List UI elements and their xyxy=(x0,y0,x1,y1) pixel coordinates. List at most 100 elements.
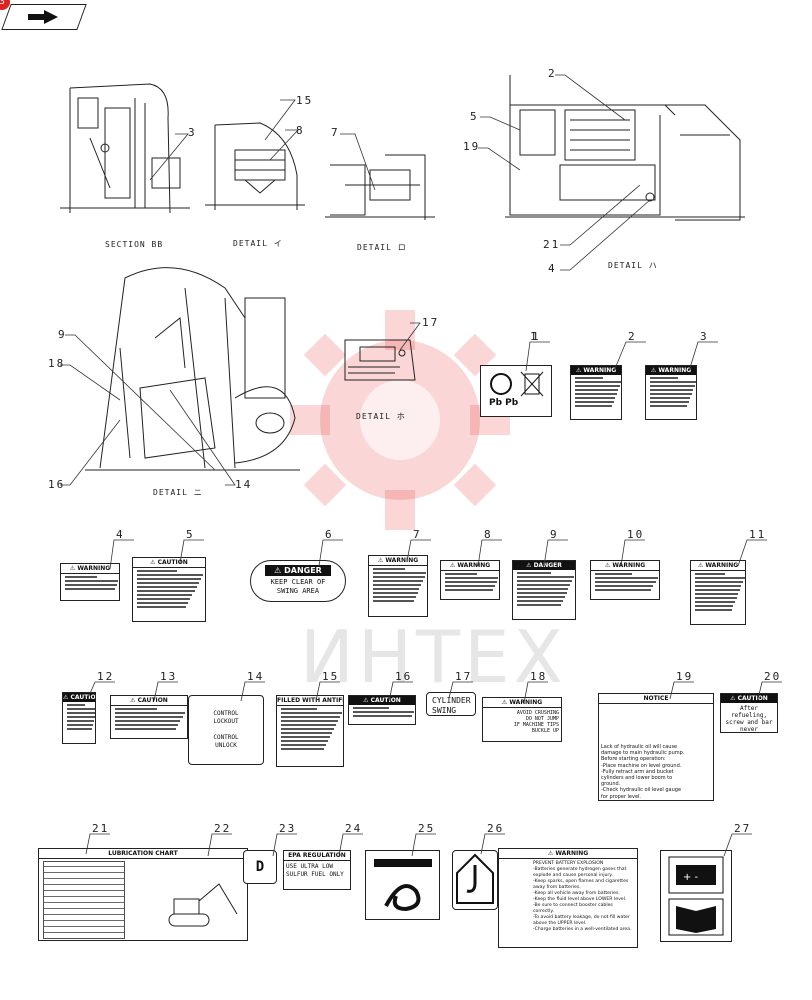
lubrication-chart-grid xyxy=(43,861,125,939)
decal-13-header: ⚠ CAUTION xyxy=(111,696,187,706)
decal-11: ⚠ WARNING xyxy=(690,560,746,625)
page-badge: 3 xyxy=(0,0,10,10)
decal-3-header: ⚠ WARNING xyxy=(646,366,696,375)
decal-9-body-lines xyxy=(513,572,575,606)
callout-1: 1 xyxy=(530,330,539,343)
decal-1: Pb Pb xyxy=(480,365,552,417)
decal-11-header: ⚠ WARNING xyxy=(691,561,745,571)
decal-callout-3: 3 xyxy=(700,330,709,343)
decal-20-text: After refueling, screw and bar never sho… xyxy=(725,705,773,733)
decal-6-text: KEEP CLEAR OF SWING AREA xyxy=(270,578,326,595)
decal-17-text: CYLINDER SWING xyxy=(432,696,471,715)
decal-15-header: FILLED WITH ANTIFREEZE xyxy=(277,696,343,706)
callout-18: 18 xyxy=(48,357,66,370)
detail-ho-drawing xyxy=(340,335,420,389)
decal-26-text: PREVENT BATTERY EXPLOSION -Batteries gen… xyxy=(533,861,632,932)
decal-19-header: NOTICE xyxy=(599,694,713,704)
decal-7-header: ⚠ WARNING xyxy=(369,556,427,566)
decal-22-text: D xyxy=(255,859,265,875)
decal-3: ⚠ WARNING xyxy=(645,365,697,420)
decal-callout-15: 15 xyxy=(322,670,340,683)
arrow-icon xyxy=(26,8,60,28)
decal-13-body-lines xyxy=(111,708,187,730)
callout-15: 15 xyxy=(296,94,314,107)
decal-callout-25: 25 xyxy=(418,822,436,835)
decal-callout-19: 19 xyxy=(676,670,694,683)
detail-ni-drawing xyxy=(85,258,300,482)
decal-callout-27: 27 xyxy=(734,822,752,835)
detail-ha-drawing xyxy=(500,75,745,229)
decal-17: CYLINDER SWING xyxy=(426,692,476,716)
callout-16: 16 xyxy=(48,478,66,491)
decal-4-body-lines xyxy=(61,576,119,590)
decal-callout-13: 13 xyxy=(160,670,178,683)
callout-9: 9 xyxy=(58,328,67,341)
decal-callout-8: 8 xyxy=(484,528,493,541)
lift-hook-icon xyxy=(453,851,497,909)
decal-22: D xyxy=(243,850,277,884)
callout-3: 3 xyxy=(188,126,197,139)
decal-callout-24: 24 xyxy=(345,822,363,835)
section-bb-caption: SECTION BB xyxy=(105,240,164,249)
decal-12: ⚠ CAUTION xyxy=(62,692,96,744)
decal-callout-22: 22 xyxy=(214,822,232,835)
decal-23-text: USE ULTRA LOW SULFUR FUEL ONLY xyxy=(286,863,344,878)
decal-14-text: CONTROL LOCKOUT CONTROL UNLOCK xyxy=(213,710,239,749)
decal-20-header: ⚠ CAUTION xyxy=(721,694,777,703)
decal-9: ⚠ DANGER xyxy=(512,560,576,620)
decal-9-header: ⚠ DANGER xyxy=(513,561,575,570)
excavator-icon xyxy=(159,879,239,938)
detail-ro-drawing xyxy=(325,145,435,229)
decal-16-body-lines xyxy=(349,707,415,717)
entanglement-hazard-icon xyxy=(366,851,439,919)
decal-24 xyxy=(365,850,440,920)
decal-1-text: Pb Pb xyxy=(489,398,519,408)
decal-2: ⚠ WARNING xyxy=(570,365,622,420)
callout-2: 2 xyxy=(548,67,557,80)
watermark-text: ИНТЕХ xyxy=(300,615,567,699)
recycle-icon xyxy=(487,370,547,404)
decal-callout-5: 5 xyxy=(186,528,195,541)
decal-18-text: AVOID CRUSHING DO NOT JUMP IF MACHINE TI… xyxy=(513,710,559,734)
detail-ni-caption: DETAIL ニ xyxy=(153,488,203,497)
detail-ha-caption: DETAIL ハ xyxy=(608,261,658,270)
callout-5: 5 xyxy=(470,110,479,123)
decal-7-body-lines xyxy=(369,568,427,602)
decal-15-body-lines xyxy=(277,708,343,750)
decal-2-header: ⚠ WARNING xyxy=(571,366,621,375)
decal-15: FILLED WITH ANTIFREEZE xyxy=(276,695,344,767)
detail-i-drawing xyxy=(205,115,305,219)
decal-callout-4: 4 xyxy=(116,528,125,541)
decal-3-body-lines xyxy=(646,377,696,407)
callout-8: 8 xyxy=(296,124,305,137)
decal-5-header: ⚠ CAUTION xyxy=(133,558,205,568)
callout-19: 19 xyxy=(463,140,481,153)
decal-5-body-lines xyxy=(133,570,205,608)
svg-text:+ -: + - xyxy=(683,872,699,883)
decal-callout-10: 10 xyxy=(627,528,645,541)
detail-i-caption: DETAIL イ xyxy=(233,239,283,248)
decal-callout-6: 6 xyxy=(325,528,334,541)
decal-8-body-lines xyxy=(441,573,499,591)
decal-21-header: LUBRICATION CHART xyxy=(39,849,247,859)
decal-callout-11: 11 xyxy=(749,528,767,541)
decal-callout-12: 12 xyxy=(97,670,115,683)
decal-16-header: ⚠ CAUTION xyxy=(349,696,415,705)
decal-10-header: ⚠ WARNING xyxy=(591,561,659,571)
section-bb-drawing xyxy=(60,78,190,222)
decal-2-body-lines xyxy=(571,377,621,407)
decal-10-body-lines xyxy=(591,573,659,591)
decal-callout-20: 20 xyxy=(764,670,782,683)
decal-13: ⚠ CAUTION xyxy=(110,695,188,739)
decal-12-body-lines xyxy=(63,704,95,730)
decal-7: ⚠ WARNING xyxy=(368,555,428,617)
callout-4: 4 xyxy=(548,262,557,275)
decal-20: ⚠ CAUTION After refueling, screw and bar … xyxy=(720,693,778,733)
decal-26-header: ⚠ WARNING xyxy=(499,849,637,859)
decal-8: ⚠ WARNING xyxy=(440,560,500,600)
decal-4: ⚠ WARNING xyxy=(60,563,120,601)
